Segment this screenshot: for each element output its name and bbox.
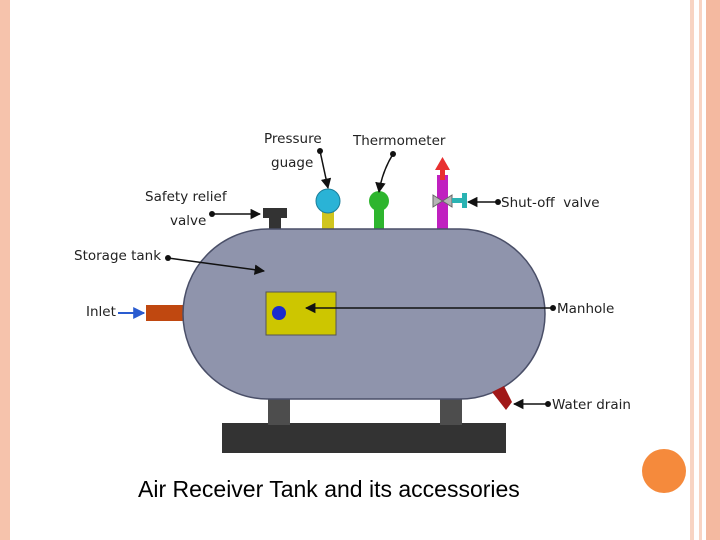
- tank-base: [222, 423, 506, 453]
- shutoff-valve-arrow: [435, 157, 450, 180]
- storage-tank: [182, 228, 546, 400]
- slide-frame-right-stripe: [690, 0, 694, 540]
- leader-storage-tank: [167, 257, 266, 275]
- water-drain: [492, 386, 512, 410]
- label-manhole: Manhole: [557, 301, 614, 317]
- label-thermometer: Thermometer: [352, 133, 446, 149]
- pressure-gauge-stem: [322, 208, 334, 234]
- leader-pressure-gauge: [319, 150, 332, 190]
- tank-leg-right: [440, 393, 462, 425]
- label-safety-relief-line2: valve: [170, 213, 206, 229]
- label-shutoff-valve: Shut-off valve: [501, 195, 600, 211]
- label-pressure-gauge-line1: Pressure: [264, 131, 322, 147]
- shutoff-pipe: [437, 175, 448, 233]
- shutoff-valve-body: [432, 194, 453, 208]
- thermometer-stem: [374, 205, 384, 234]
- safety-relief-valve: [263, 208, 287, 218]
- manhole-dot: [272, 306, 286, 320]
- thermometer-bulb: [369, 191, 389, 211]
- label-pressure-gauge-line2: guage: [271, 155, 313, 171]
- label-inlet: Inlet: [86, 304, 116, 320]
- slide-caption: Air Receiver Tank and its accessories: [138, 476, 520, 502]
- label-water-drain: Water drain: [552, 397, 631, 413]
- label-safety-relief-line1: Safety relief: [145, 189, 228, 205]
- tank-leg-left: [268, 393, 290, 425]
- leader-thermometer: [375, 153, 394, 194]
- slide-frame-right-stripe: [699, 0, 702, 540]
- inlet-pipe: [146, 305, 186, 321]
- shutoff-valve-handle: [452, 198, 466, 203]
- slide-frame-left: [0, 0, 10, 540]
- pressure-gauge: [315, 188, 341, 214]
- slide-frame-right-band: [706, 0, 720, 540]
- shutoff-valve-handle-grip: [462, 193, 467, 208]
- decorative-orange-circle: [642, 449, 686, 493]
- label-storage-tank: Storage tank: [74, 248, 161, 264]
